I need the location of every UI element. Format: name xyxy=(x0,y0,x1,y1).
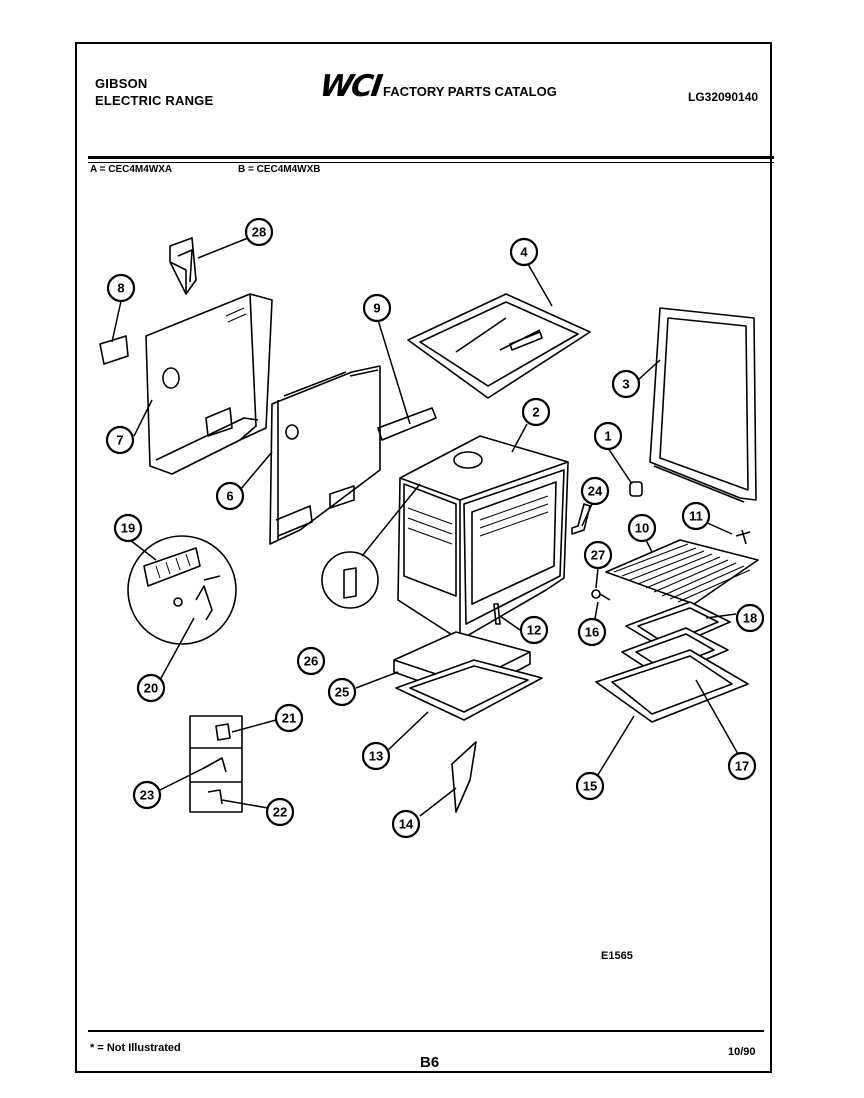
callout-20: 20 xyxy=(136,673,166,703)
callout-16: 16 xyxy=(577,617,607,647)
part-9-strip xyxy=(377,407,437,441)
callout-label: 26 xyxy=(304,654,318,669)
header-rule-thick xyxy=(88,156,774,159)
callout-label: 28 xyxy=(252,225,266,240)
callout-label: 3 xyxy=(622,377,629,392)
callout-1: 1 xyxy=(593,421,623,451)
callout-label: 17 xyxy=(735,759,749,774)
callout-label: 23 xyxy=(140,788,154,803)
callout-label: 1 xyxy=(604,429,611,444)
catalog-title: FACTORY PARTS CATALOG xyxy=(383,84,557,99)
callout-label: 24 xyxy=(588,484,603,499)
catalog-code: LG32090140 xyxy=(688,90,759,104)
footnote: * = Not Illustrated xyxy=(90,1042,181,1054)
part-15-tray xyxy=(595,649,749,723)
footer-date: 10/90 xyxy=(728,1046,756,1058)
part-19-20-inset xyxy=(127,535,237,645)
callout-7: 7 xyxy=(105,425,135,455)
callout-label: 21 xyxy=(282,711,296,726)
callout-label: 2 xyxy=(532,405,539,420)
product-type: ELECTRIC RANGE xyxy=(95,93,214,108)
model-a: A = CEC4M4WXA xyxy=(90,164,173,175)
part-11-clip xyxy=(735,529,751,545)
part-1-knob xyxy=(629,481,643,497)
part-7-side-panel xyxy=(145,293,273,475)
callout-label: 20 xyxy=(144,681,158,696)
callout-22: 22 xyxy=(265,797,295,827)
callout-13: 13 xyxy=(361,741,391,771)
callout-label: 15 xyxy=(583,779,597,794)
callout-6: 6 xyxy=(215,481,245,511)
part-6-back-panel xyxy=(269,365,381,545)
figure-code: E1565 xyxy=(601,950,633,962)
callout-label: 14 xyxy=(399,817,414,832)
callout-label: 27 xyxy=(591,548,605,563)
callout-label: 10 xyxy=(635,521,649,536)
part-8-pad xyxy=(99,335,129,365)
callout-11: 11 xyxy=(681,501,711,531)
callout-4: 4 xyxy=(509,237,539,267)
callout-25: 25 xyxy=(327,677,357,707)
header-rule-thin xyxy=(88,162,774,163)
callout-21: 21 xyxy=(274,703,304,733)
callout-28: 28 xyxy=(244,217,274,247)
brand-name: GIBSON xyxy=(95,76,148,91)
callout-label: 22 xyxy=(273,805,287,820)
model-b: B = CEC4M4WXB xyxy=(238,164,321,175)
callout-17: 17 xyxy=(727,751,757,781)
callout-label: 13 xyxy=(369,749,383,764)
callout-14: 14 xyxy=(391,809,421,839)
part-10-rack xyxy=(605,539,759,605)
part-12-pin xyxy=(493,603,501,625)
callout-3: 3 xyxy=(611,369,641,399)
callout-label: 6 xyxy=(226,489,233,504)
callout-label: 19 xyxy=(121,521,135,536)
callout-label: 9 xyxy=(373,301,380,316)
page-number: B6 xyxy=(420,1054,440,1071)
callout-label: 25 xyxy=(335,685,349,700)
callout-19: 19 xyxy=(113,513,143,543)
callout-15: 15 xyxy=(575,771,605,801)
part-2-oven-cavity xyxy=(397,435,569,641)
callout-label: 18 xyxy=(743,611,757,626)
part-27-screw xyxy=(591,589,611,601)
part-26-inset xyxy=(321,483,421,609)
callout-label: 16 xyxy=(585,625,599,640)
callout-label: 4 xyxy=(520,245,528,260)
callout-12: 12 xyxy=(519,615,549,645)
callout-23: 23 xyxy=(132,780,162,810)
callout-2: 2 xyxy=(521,397,551,427)
part-13-bottom xyxy=(395,659,543,721)
callout-label: 12 xyxy=(527,623,541,638)
callout-label: 11 xyxy=(689,509,703,524)
parts-21-23-block xyxy=(189,715,243,813)
part-28-bracket xyxy=(169,237,197,295)
callout-18: 18 xyxy=(735,603,765,633)
part-24-pin xyxy=(571,503,591,535)
callout-9: 9 xyxy=(362,293,392,323)
callout-leaders xyxy=(111,237,739,817)
callout-26: 26 xyxy=(296,646,326,676)
callout-27: 27 xyxy=(583,540,613,570)
part-14-leg xyxy=(451,741,477,813)
callout-label: 7 xyxy=(116,433,123,448)
callout-24: 24 xyxy=(580,476,610,506)
callout-8: 8 xyxy=(106,273,136,303)
part-4-top xyxy=(407,293,591,399)
page-frame xyxy=(75,42,772,1073)
callout-10: 10 xyxy=(627,513,657,543)
callout-label: 8 xyxy=(117,281,124,296)
footer-rule xyxy=(88,1030,764,1032)
part-3-door-frame xyxy=(649,307,757,503)
